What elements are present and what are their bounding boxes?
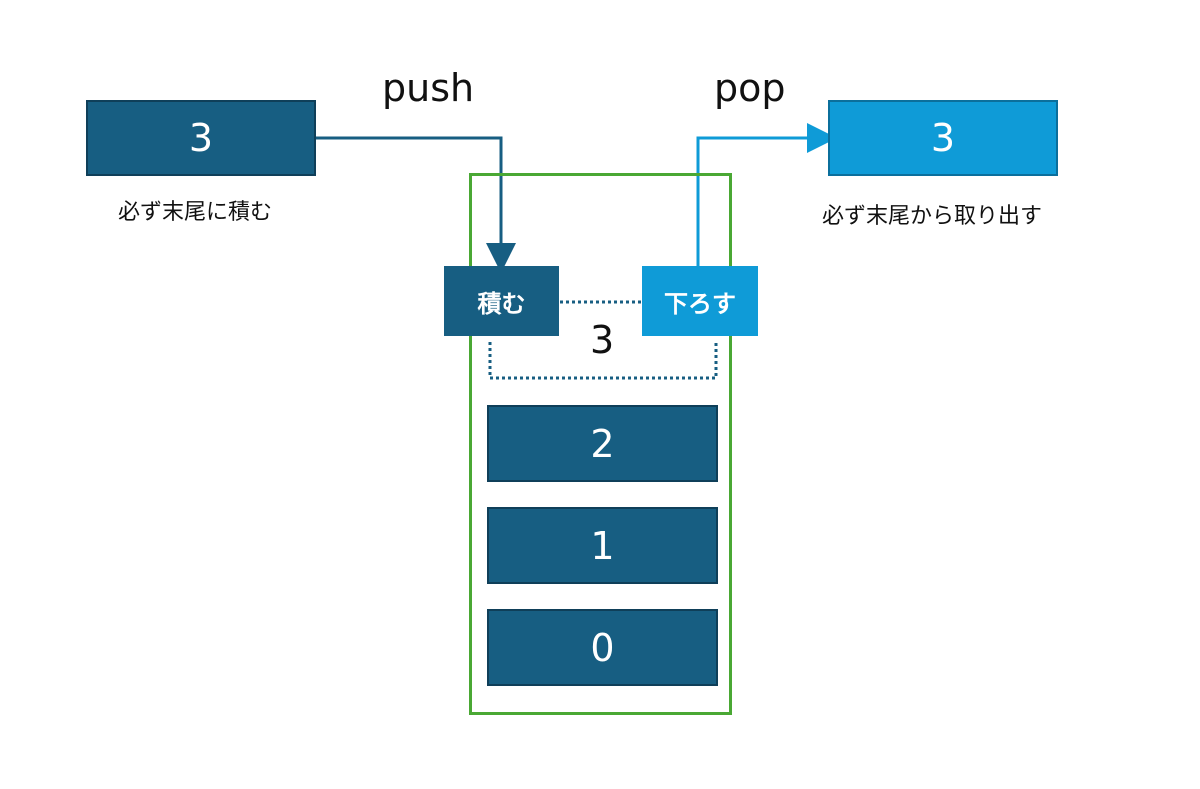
stack-item-0: 0 [487, 609, 718, 686]
push-arrow [316, 136, 516, 273]
push-label: push [382, 66, 475, 110]
push-caption: 必ず末尾に積む [118, 200, 273, 225]
pop-caption: 必ず末尾から取り出す [822, 204, 1043, 229]
pop-action-button: 下ろす [642, 266, 758, 336]
push-item-box: 3 [86, 100, 316, 176]
top-slot-dotted-outline [488, 342, 718, 380]
stack-container [469, 173, 732, 715]
pop-label: pop [714, 66, 786, 110]
stack-item-2: 2 [487, 405, 718, 482]
stack-item-1: 1 [487, 507, 718, 584]
pop-arrow [696, 123, 837, 266]
stack-top-value: 3 [590, 318, 615, 362]
push-action-button: 積む [444, 266, 559, 336]
pop-item-box: 3 [828, 100, 1058, 176]
